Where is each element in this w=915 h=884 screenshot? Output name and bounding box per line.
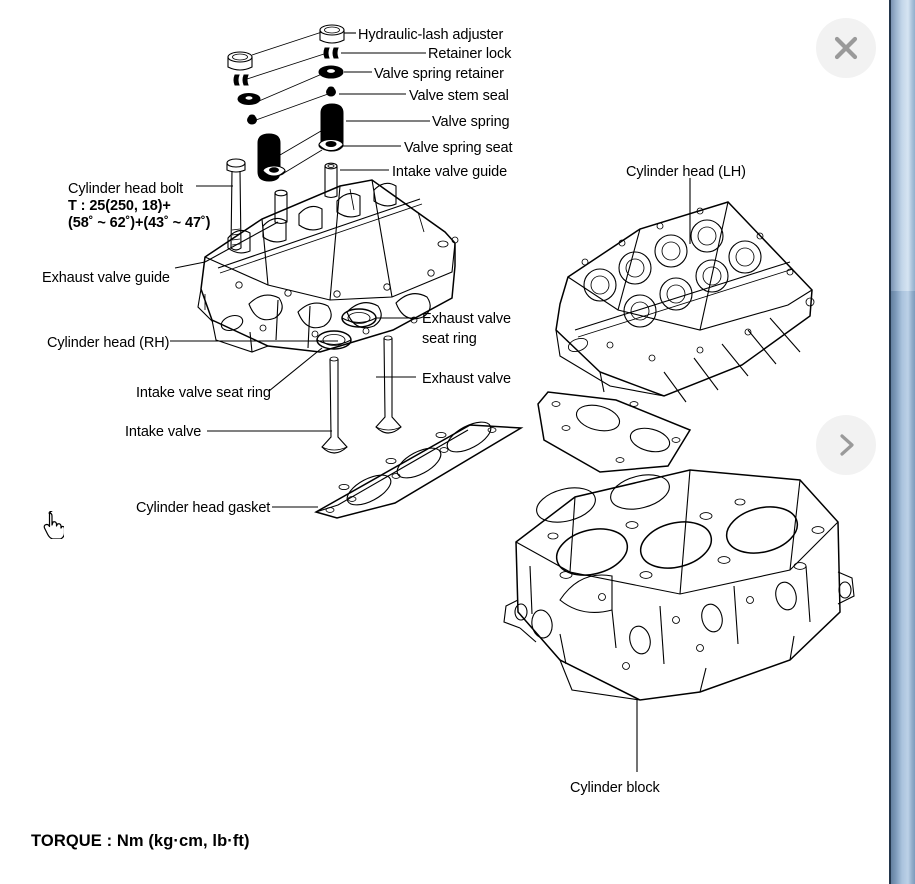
scrollbar-track[interactable] xyxy=(891,291,915,884)
close-x-icon xyxy=(834,36,858,60)
label-valve-spring-retainer: Valve spring retainer xyxy=(374,66,504,82)
intake-valve-seat-ring-part xyxy=(268,330,352,392)
label-intake-valve-guide: Intake valve guide xyxy=(392,164,508,180)
label-torque-spec-line-2: (58˚ ~ 62˚)+(43˚ ~ 47˚) xyxy=(68,215,211,231)
cylinder-head-gasket-drawing xyxy=(272,421,524,519)
exhaust-valve-part xyxy=(375,335,416,434)
label-exhaust-valve-seat-ring: Exhaust valve seat ring xyxy=(422,311,511,347)
cylinder-block-drawing xyxy=(503,469,855,772)
cylinder-head-bolt-part xyxy=(196,158,246,251)
label-intake-valve: Intake valve xyxy=(125,424,202,440)
label-exhaust-valve-guide: Exhaust valve guide xyxy=(42,270,170,286)
label-retainer-lock: Retainer lock xyxy=(428,46,512,62)
close-button[interactable] xyxy=(816,18,876,78)
label-torque-spec-line-1: T : 25(250, 18)+ xyxy=(68,198,171,214)
intake-valve-part xyxy=(207,356,348,454)
label-cylinder-head-bolt: Cylinder head bolt xyxy=(68,181,184,197)
cylinder-head-lh-drawing xyxy=(537,178,815,473)
exhaust-valve-seat-ring-part xyxy=(341,308,416,328)
next-button[interactable] xyxy=(816,415,876,475)
label-valve-spring: Valve spring xyxy=(432,114,510,130)
valvetrain-column-exhaust xyxy=(227,51,288,225)
torque-units-note: TORQUE : Nm (kg·cm, lb·ft) xyxy=(31,832,250,850)
label-cylinder-head-rh: Cylinder head (RH) xyxy=(47,335,170,351)
cylinder-head-rh-drawing xyxy=(170,179,459,353)
label-exhaust-valve: Exhaust valve xyxy=(422,371,511,387)
label-intake-valve-seat-ring: Intake valve seat ring xyxy=(136,385,271,401)
label-valve-stem-seal: Valve stem seal xyxy=(409,88,509,104)
engine-exploded-diagram: .ln { fill:none; stroke:#000; stroke-wid… xyxy=(170,24,855,772)
explode-connector-lines xyxy=(246,31,329,174)
diagram-image[interactable]: .ln { fill:none; stroke:#000; stroke-wid… xyxy=(0,0,886,884)
scrollbar-thumb[interactable] xyxy=(891,0,915,291)
exhaust-valve-guide-part xyxy=(174,221,279,269)
leader-lines-valvetrain xyxy=(339,32,430,171)
vertical-scrollbar[interactable] xyxy=(886,0,915,884)
label-hydraulic-lash-adjuster: Hydraulic-lash adjuster xyxy=(358,27,504,43)
valvetrain-column-intake xyxy=(318,24,345,199)
label-cylinder-block: Cylinder block xyxy=(570,780,660,796)
chevron-right-icon xyxy=(840,434,854,456)
label-valve-spring-seat: Valve spring seat xyxy=(404,140,513,156)
label-cylinder-head-lh: Cylinder head (LH) xyxy=(626,164,746,180)
label-cylinder-head-gasket: Cylinder head gasket xyxy=(136,500,271,516)
